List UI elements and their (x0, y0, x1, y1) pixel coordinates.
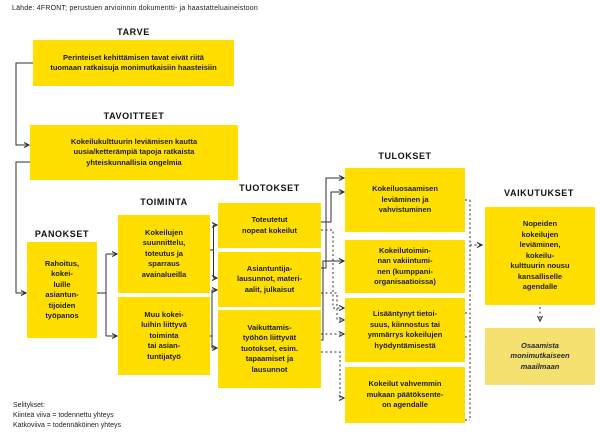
box-tulokset-4: Kokeilut vahvemmin mukaan päätöksente- o… (345, 367, 465, 423)
box-tuotokset-2: Asiantuntija- lausunnot, materi- aalit, … (218, 252, 321, 307)
box-final-impact: Osaamista monimutkaiseen maailmaan (485, 328, 595, 385)
box-tuotokset-3: Vaikuttamis- työhön liittyvät tuotokset,… (218, 310, 321, 388)
header-tavoitteet: TAVOITTEET (103, 111, 165, 121)
box-tarve: Perinteiset kehittämisen tavat eivät rii… (33, 40, 234, 86)
legend-dashed-line: Katkoviiva = todennäköinen yhteys (13, 422, 121, 430)
legend-title: Selitykset: (13, 402, 45, 409)
header-panokset: PANOKSET (34, 229, 90, 239)
source-note: Lähde: 4FRONT; perustuen arvioinnin doku… (12, 5, 258, 12)
header-tuotokset: TUOTOKSET (239, 183, 300, 193)
box-toiminta-2: Muu kokei- luihin liittyvä toiminta tai … (118, 297, 210, 375)
box-toiminta-1: Kokeilujen suunnittelu, toteutus ja spar… (118, 215, 210, 293)
box-tulokset-1: Kokeiluosaamisen leviäminen ja vahvistum… (345, 168, 465, 232)
header-tarve: TARVE (117, 27, 150, 37)
box-tulokset-3: Lisääntynyt tietoi- suus, kiinnostus tai… (345, 298, 465, 362)
box-tulokset-2: Kokeilutoimin- nan vakiintumi- nen (kump… (345, 240, 465, 293)
legend: Selitykset: Kiinteä viiva = todennettu y… (13, 401, 121, 431)
box-tavoitteet: Kokeilukulttuurin leviämisen kautta uusi… (30, 125, 238, 180)
header-vaikutukset: VAIKUTUKSET (504, 188, 574, 198)
header-tulokset: TULOKSET (378, 151, 432, 161)
box-vaikutukset: Nopeiden kokeilujen leviäminen, kokeilu-… (485, 207, 595, 305)
legend-solid-line: Kiinteä viiva = todennettu yhteys (13, 412, 114, 420)
box-panokset: Rahoitus, kokei- luille asiantun- tijoid… (27, 242, 97, 338)
header-toiminta: TOIMINTA (140, 197, 188, 207)
box-tuotokset-1: Toteutetut nopeat kokeilut (218, 203, 321, 248)
